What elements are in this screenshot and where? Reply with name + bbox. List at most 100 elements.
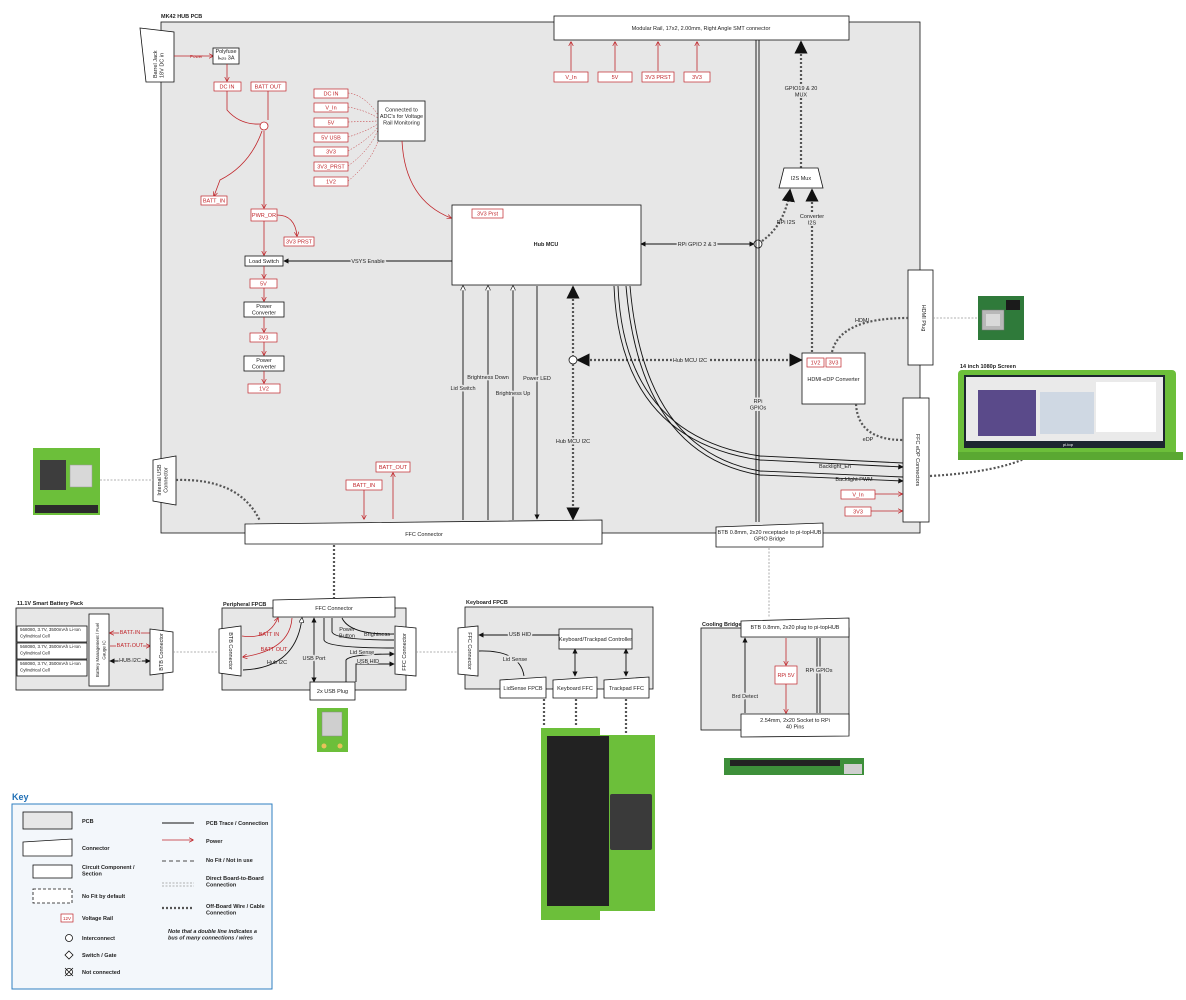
peripheral-title: Peripheral FPCB	[223, 602, 266, 608]
mcu-rail-3v3-prst	[471, 208, 504, 219]
hub-ffc-connector	[244, 519, 603, 545]
hub-pcb-title: MK42 HUB PCB	[161, 14, 202, 20]
rail-batt-in-2-label: BATT_IN	[353, 483, 375, 489]
internal-usb-label: Internal USBConnector	[157, 464, 170, 496]
adc-rail	[313, 161, 349, 172]
key-label: PCB	[82, 819, 94, 825]
keyboard-ffc-label: FFC Connector	[466, 632, 472, 670]
key-label: No Fit / Not in use	[206, 858, 253, 864]
lid-switch-label: Lid Switch	[450, 386, 475, 392]
backlight-en-line	[613, 285, 904, 470]
trackpad-ffc-box	[603, 676, 650, 699]
conv-rail-1v2	[806, 357, 825, 368]
peripheral-lid-sense-label: Lid Sense	[350, 650, 374, 656]
adc-rail	[313, 132, 349, 143]
key-label: Switch / Gate	[82, 953, 117, 959]
peripheral-ffc-right	[394, 625, 417, 677]
hdmi-edp-label: HDMI-eDP Converter	[807, 377, 859, 383]
key-nofit-sample	[32, 888, 73, 904]
cooling-btb-label: BTB 0.8mm, 2x20 plug to pi-topHUB	[751, 625, 840, 631]
battery-batt-in-label: BATT IN	[120, 630, 141, 636]
hdmi-board-photo	[978, 296, 1024, 340]
keyboard-ffc-box	[552, 676, 598, 699]
keyboard-usb-hid-label: USB HID	[509, 632, 531, 638]
rail-3v3-b	[844, 506, 872, 517]
switch-diamond-icon	[64, 950, 74, 960]
hdmi-cable	[830, 316, 909, 353]
rail-dc-in-label: DC IN	[220, 85, 235, 91]
ffc-edp-label: FFC eDP Connectors	[914, 434, 920, 487]
peripheral-hub-i2c-label: Hub I2C	[267, 660, 287, 666]
modular-rail-voltage-label: 3V3 PRST	[645, 75, 672, 81]
rail-5v-label: 5V	[260, 282, 267, 288]
rpi-gpio-bus	[755, 40, 760, 522]
hub-mcu-label: Hub MCU	[534, 242, 559, 248]
rail-3v3	[249, 332, 278, 343]
keyboard-title: Keyboard FPCB	[466, 600, 508, 606]
modular-rail-connector	[553, 15, 850, 41]
interconnect-circle-icon	[568, 355, 578, 365]
key-component-sample	[32, 864, 73, 879]
usb-plug-photo	[317, 708, 348, 752]
key-label: Power	[206, 839, 223, 845]
battery-hub-i2c-label: HUB I2C	[119, 658, 141, 664]
key-rail-sample	[60, 913, 74, 923]
kb-controller-label: Keyboard/Trackpad Controller	[559, 637, 632, 643]
btb-hub-connector	[715, 522, 824, 548]
adc-rail-list: DC IN V_In 5V 5V USB 3V3 3V3_PRST 1V2	[313, 88, 349, 187]
vsys-enable-label: VSYS Enable	[351, 259, 384, 265]
i2s-mux-box	[778, 167, 824, 189]
hdmi-label: HDMI	[855, 318, 870, 324]
power-label: Power	[190, 54, 203, 59]
key-label: Connector	[82, 846, 110, 852]
rail-batt-out-2	[375, 461, 411, 473]
adc-rail	[313, 88, 349, 99]
lidsense-fpcb-label: LidSense FPCB	[503, 686, 542, 692]
battery-cell	[16, 642, 88, 660]
brightness-up-label: Brightness Up	[496, 391, 531, 397]
adc-monitor-box	[377, 100, 426, 142]
key-title: Key	[12, 792, 29, 802]
battery-cell	[16, 659, 88, 677]
screen-title: 14 inch 1080p Screen	[960, 364, 1017, 370]
kb-controller-box	[558, 628, 633, 650]
peripheral-usb-hid-label: USB HID	[357, 659, 379, 665]
adc-rail-label: 3V3	[326, 150, 336, 156]
or-gate-icon	[259, 121, 269, 131]
rail-5v	[249, 278, 278, 289]
interconnect-circle-icon	[753, 239, 763, 249]
battery-btb-label: BTB Connector	[159, 633, 165, 671]
conv-rail-3v3-label: 3V3	[829, 361, 839, 367]
rpi-i2s-label: RPi I2S	[777, 220, 796, 226]
cooling-btb-connector	[740, 617, 850, 638]
power-led-label: Power LED	[523, 376, 551, 382]
backlight-en-label: Backlight_En	[819, 464, 851, 470]
battery-cell	[16, 625, 88, 643]
usb-plug-label: 2x USB Plug	[317, 689, 348, 695]
interconnect-circle-icon	[65, 934, 73, 942]
rail-3v3-b-label: 3V3	[853, 510, 863, 516]
adc-rail-label: 1V2	[326, 180, 336, 186]
rail-batt-out-2-label: BATT_OUT	[379, 465, 408, 471]
hub-mcu-i2c-label: Hub MCU I2C	[673, 358, 707, 364]
peripheral-ffc-right-label: FFC Connector	[402, 633, 408, 671]
rail-v-in-label: V_In	[852, 493, 863, 499]
key-label: Interconnect	[82, 936, 115, 942]
peripheral-usb-port-label: USB Port	[303, 656, 326, 662]
usb-board-photo	[33, 448, 100, 515]
adc-rail	[313, 176, 349, 187]
cooling-socket-box	[740, 713, 850, 738]
rail-batt-in-label: BATT_IN	[203, 199, 225, 205]
adc-rail-label: 5V USB	[321, 136, 341, 142]
trackpad-ffc-label: Trackpad FFC	[609, 686, 644, 692]
bms-box	[88, 613, 110, 687]
